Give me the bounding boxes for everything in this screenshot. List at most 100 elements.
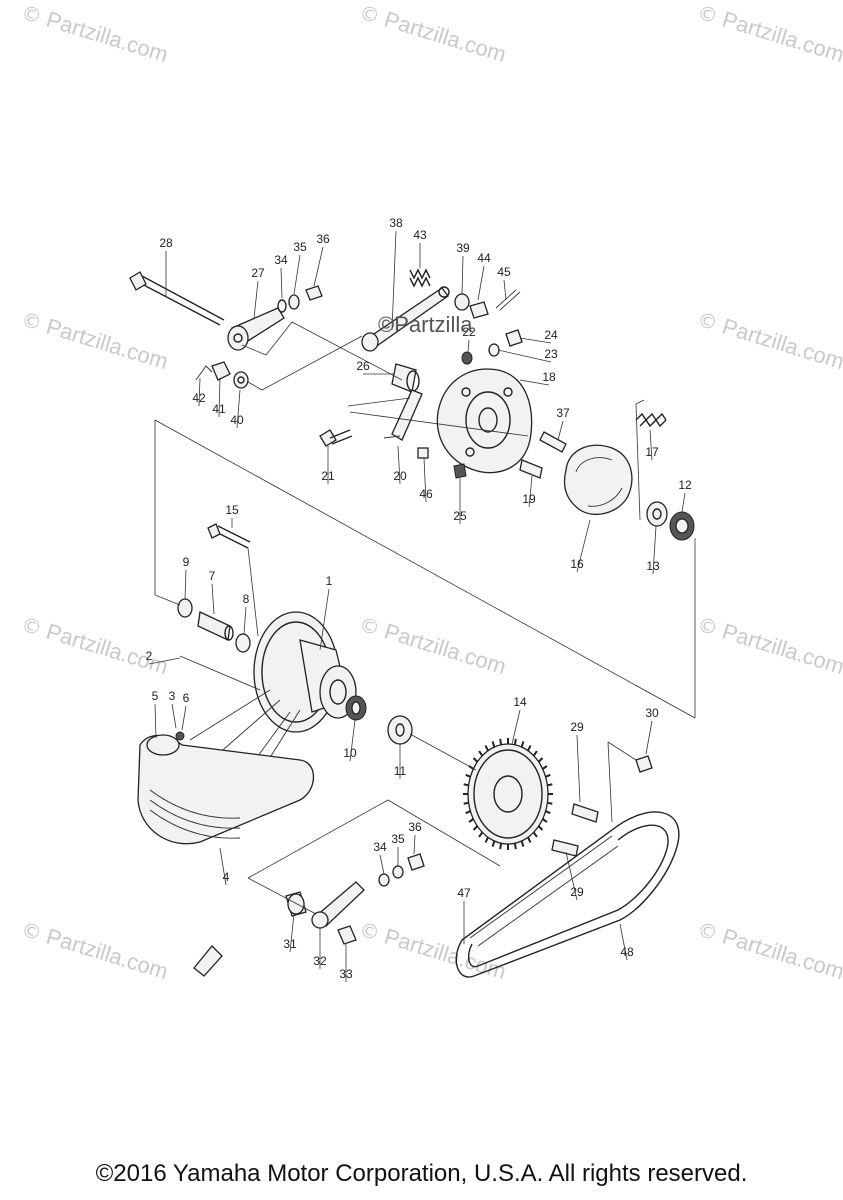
callout-leader-1 [148,657,181,665]
callout-label-35: 34 [373,840,387,854]
shoe-spring-part [635,412,667,428]
callout-label-39: 36 [408,820,422,834]
sprocket-tooth [472,757,479,763]
sprocket-tooth [547,801,553,805]
sprocket-tooth [478,831,484,838]
callout-label-26: 27 [251,266,265,280]
callout-label-30: 30 [645,706,659,720]
wheel-rim-part [137,731,314,845]
watermark-3: ©Partzilla.com [19,307,172,374]
callout-label-0: 1 [326,574,333,588]
callout-label-51: 48 [620,945,634,959]
callout-leader-49 [423,457,427,503]
watermark-text: Partzilla.com [43,923,171,984]
callout-label-6: 7 [209,569,216,583]
chain-adjuster-group [285,853,425,945]
callout-leader-11 [681,492,686,513]
callout-label-32: 32 [313,954,327,968]
callout-leader-4 [154,703,157,739]
watermark-symbol: © [19,612,45,641]
callout-leader-29 [565,851,578,901]
sprocket-tooth [491,741,496,748]
callout-label-12: 13 [646,559,660,573]
callout-leader-0 [319,588,330,651]
callout-leader-38 [313,246,324,287]
callout-leader-42 [461,255,464,295]
seal-bearing-pair-right [646,501,695,541]
callout-leader-45 [198,377,201,407]
callout-leader-30 [645,720,653,755]
watermark-symbol: © [695,917,721,946]
watermark-8: ©Partzilla.com [19,917,172,984]
callout-label-7: 8 [243,592,250,606]
callout-label-27: 28 [159,236,173,250]
collar-part [391,363,420,393]
nut-group-right [461,329,523,365]
axle-bolt-part [207,523,251,549]
callout-leader-6 [211,583,215,615]
sprocket-tooth [547,783,553,787]
drive-chain-part [455,811,680,978]
callout-label-45: 42 [192,391,206,405]
spacer-group-left [177,598,251,653]
callout-label-29: 29 [570,885,584,899]
long-bolt-part [129,271,225,326]
callout-leader-15 [576,519,591,573]
callout-label-47: 44 [477,251,491,265]
callout-label-42: 39 [456,241,470,255]
sprocket-tooth [513,843,517,850]
callout-label-33: 33 [339,967,353,981]
copyright-notice: ©2016 Yamaha Motor Corporation, U.S.A. A… [95,1160,748,1187]
watermark-symbol: © [357,0,383,29]
callout-leader-43 [236,389,241,429]
sprocket-tooth [537,757,544,763]
callout-leader-5 [181,705,187,731]
callout-label-20: 21 [321,469,335,483]
assembly-guide-lines [154,321,696,915]
watermark-text: Partzilla.com [43,313,171,374]
callout-leader-47 [477,265,485,301]
sprocket-tooth [520,741,525,748]
callout-label-17: 18 [542,370,556,384]
callout-label-38: 36 [316,232,330,246]
wheel-hub-part [253,611,357,733]
bearing-collar-left [345,695,413,745]
sprocket-tooth [484,836,489,843]
callout-leader-19 [397,445,401,485]
watermark-0: ©Partzilla.com [19,0,172,67]
sprocket-tooth [499,843,503,850]
watermark-text: Partzilla.com [381,6,509,67]
center-watermark: ©Partzilla [378,312,473,337]
watermark-text: Partzilla.com [719,6,843,67]
callout-label-40: 37 [556,406,570,420]
sprocket-tooth [532,831,538,838]
callout-label-50: 47 [457,886,471,900]
sprocket-part [463,738,553,850]
callout-leader-44 [218,377,221,418]
callout-label-3: 4 [223,870,230,884]
callout-label-13: 14 [513,695,527,709]
callout-leader-41 [391,230,397,331]
watermark-4: ©Partzilla.com [695,307,843,374]
sprocket-tooth [465,810,471,815]
callout-label-8: 9 [183,555,190,569]
callout-label-22: 23 [544,347,558,361]
sprocket-tooth [542,818,548,823]
callout-label-34: 34 [274,253,288,267]
sprocket-tooth [499,738,503,745]
sprocket-tooth [465,773,471,778]
brake-panel-part [436,368,533,474]
nut-washer-group-left [195,361,249,389]
brake-shoe-part [563,444,633,515]
watermark-symbol: © [695,612,721,641]
watermark-text: Partzilla.com [43,6,171,67]
sprocket-tooth [520,840,525,847]
callout-label-19: 20 [393,469,407,483]
callout-label-44: 41 [212,402,226,416]
callout-label-11: 12 [678,478,692,492]
watermark-1: ©Partzilla.com [357,0,510,67]
watermark-6: ©Partzilla.com [357,612,510,679]
sprocket-tooth [468,818,474,823]
watermark-symbol: © [19,0,45,29]
